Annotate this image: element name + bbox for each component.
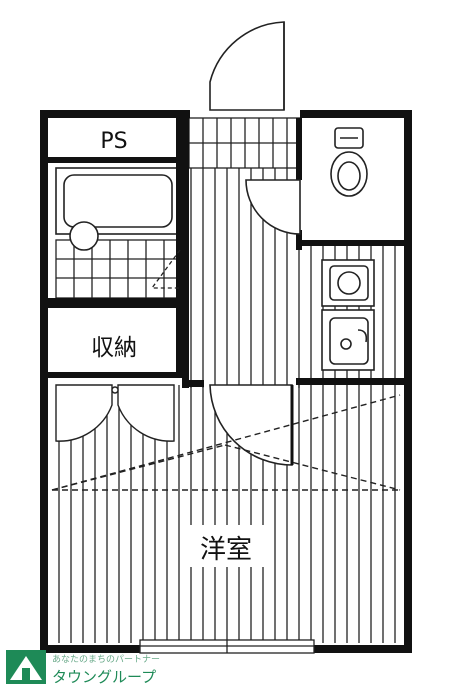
walls [40, 110, 412, 653]
western-room-label: 洋室 [200, 535, 252, 565]
logo-tagline: あなたのまちのパートナー [52, 654, 160, 665]
stove-icon [321, 259, 375, 307]
storage-label: 収納 [91, 335, 137, 361]
company-logo [6, 650, 46, 684]
bathtub [55, 167, 181, 251]
bottom-window [139, 639, 315, 654]
bath-door [150, 249, 181, 289]
logo-name: タウングループ [52, 668, 156, 686]
sink-icon [321, 309, 375, 371]
ps-label: PS [100, 129, 127, 154]
room-door [209, 384, 293, 466]
bath-floor-tiles [55, 239, 181, 299]
entrance-door [209, 21, 285, 111]
drain-icon [69, 221, 99, 251]
closet-doors [55, 384, 175, 442]
toilet-door [245, 179, 301, 235]
entrance-tiles [188, 117, 301, 169]
toilet-icon [330, 127, 368, 197]
loft-lines [51, 394, 401, 491]
